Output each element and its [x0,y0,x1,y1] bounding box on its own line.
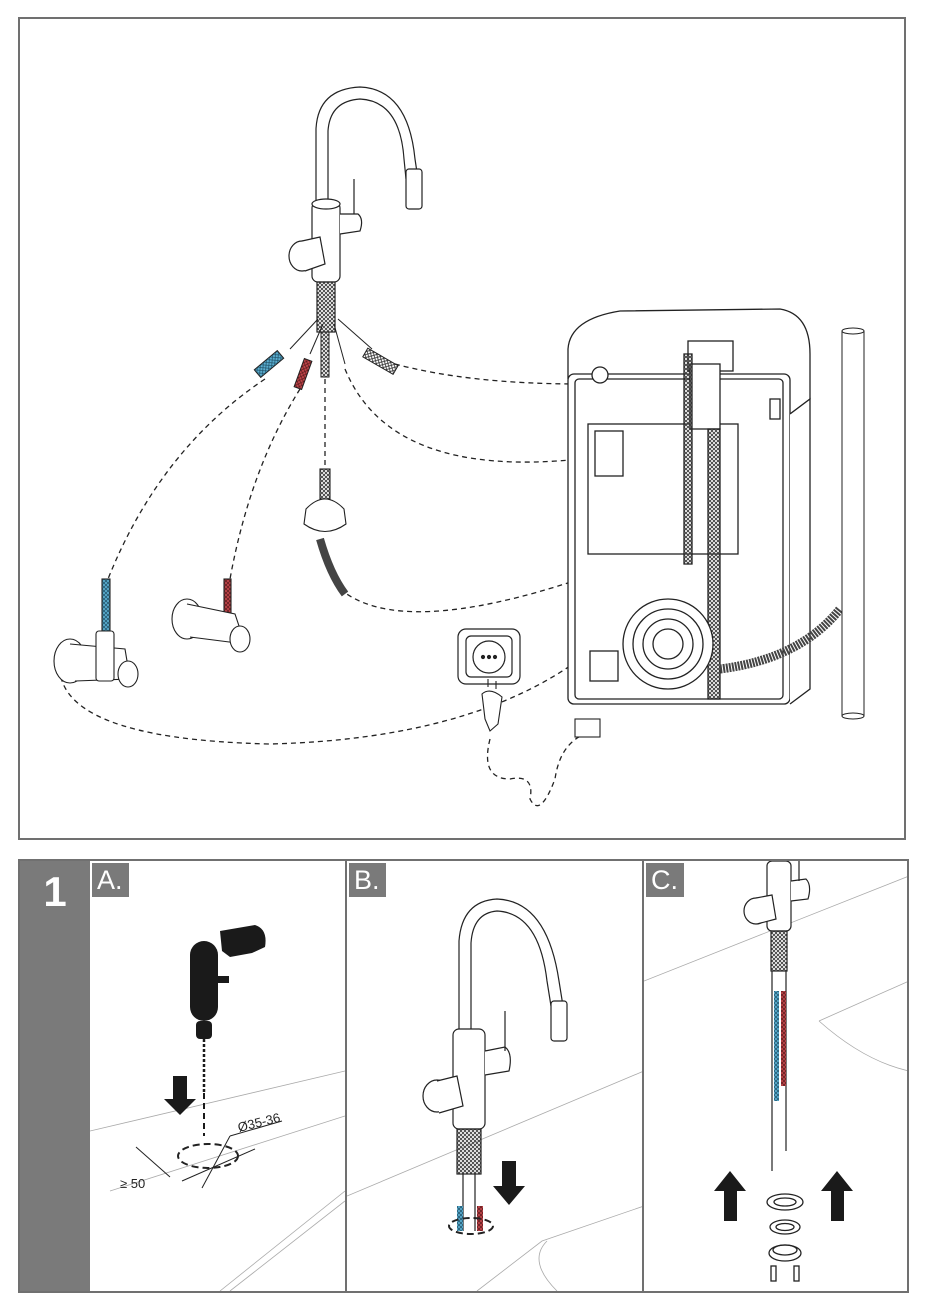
overview-diagram [18,17,906,840]
subpanel-b: B. [345,861,642,1291]
subpanel-a: Ø35-36 ≥ 50 A. [90,861,345,1291]
boiler-unit [567,308,844,705]
drill-icon [190,925,266,1136]
drain-pipe [841,327,865,720]
mounting-parts [766,1193,804,1282]
tap [743,861,811,1171]
wall-socket [457,628,521,685]
drill-illustration: Ø35-36 ≥ 50 [90,925,345,1291]
overview-illustration [53,86,865,807]
arrow-up-icon [714,1171,746,1221]
arrow-down-icon [493,1161,525,1205]
step-1-panel: 1 Ø35-36 ≥ 50 [18,859,909,1293]
power-plug [481,679,601,738]
subpanel-c: C. [642,861,907,1291]
subpanel-label-b: B. [349,863,386,897]
arrow-down-icon [164,1076,196,1115]
cold-water-valve [53,578,139,688]
hot-water-valve [171,578,251,653]
tap-fixing-illustration [644,861,907,1282]
water-filter [303,468,349,597]
edge-distance-label: ≥ 50 [120,1176,145,1191]
diameter-label: Ø35-36 [236,1110,282,1135]
drill-hole [177,1143,239,1169]
step-number: 1 [43,868,67,915]
tap-insert-illustration [347,898,642,1291]
step-number-bar: 1 [20,861,90,1291]
tap-hoses [253,318,399,391]
arrow-up-icon [821,1171,853,1221]
subpanel-label-a: A. [92,863,129,897]
tap [288,86,423,333]
tap [422,898,568,1231]
subpanel-label-c: C. [646,863,684,897]
